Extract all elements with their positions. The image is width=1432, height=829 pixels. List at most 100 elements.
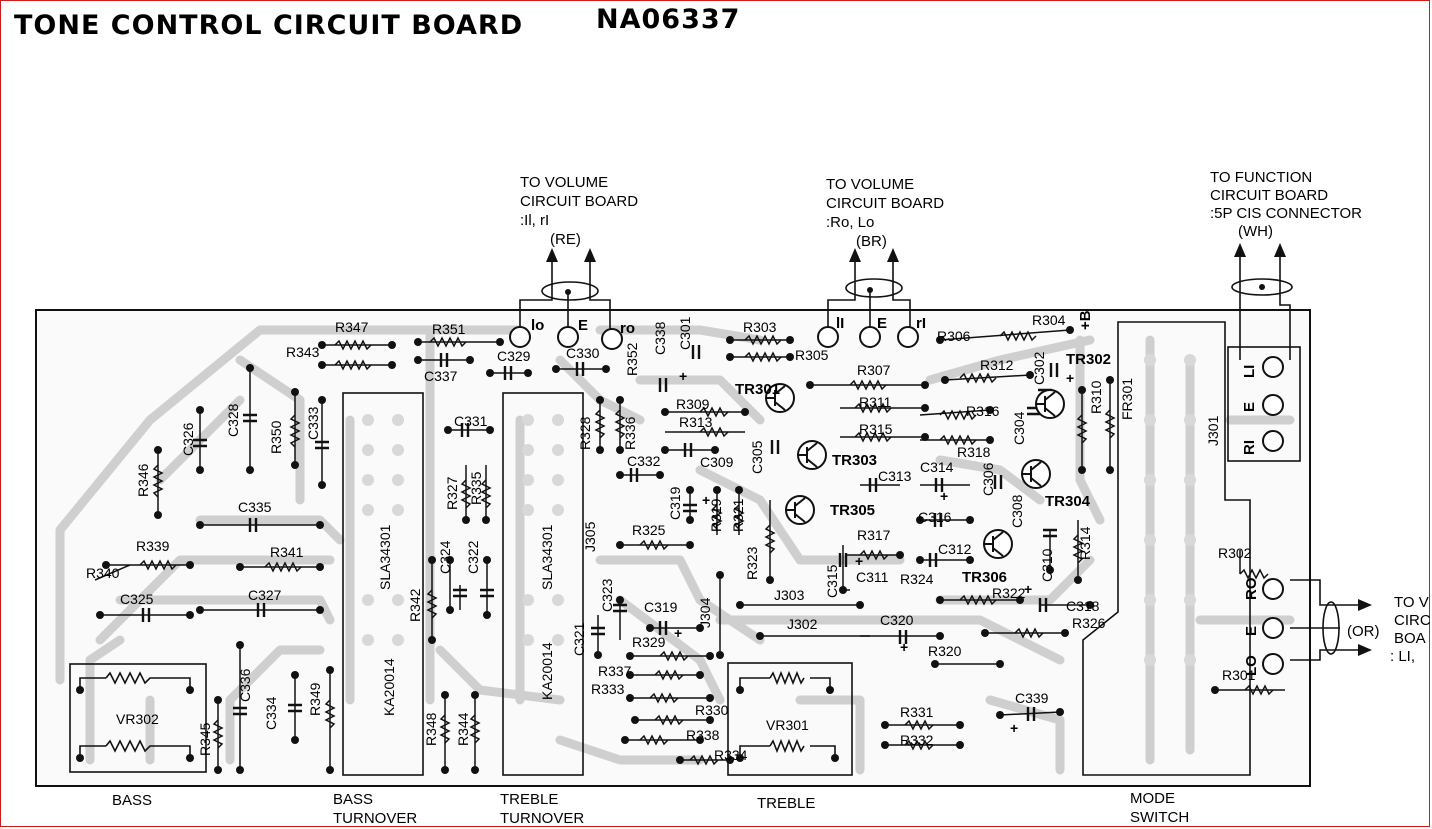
label-r346: R346 — [135, 463, 151, 497]
label-r330: R330 — [695, 702, 729, 718]
vol1-line3: :Il, rI — [520, 212, 549, 229]
svg-text:+: + — [679, 368, 687, 384]
label-c329: C329 — [497, 348, 531, 364]
treble-pot-vr301 — [727, 662, 853, 776]
label-c318: C318 — [1066, 598, 1100, 614]
pin-ro2: RO — [1243, 577, 1260, 600]
label-r301: R301 — [1222, 667, 1256, 683]
pin-plusb: +B — [1077, 310, 1094, 330]
label-r322: R322 — [992, 585, 1026, 601]
label-c304: C304 — [1011, 411, 1027, 445]
label-tr301: TR301 — [735, 381, 780, 398]
label-r328: R328 — [577, 416, 593, 450]
label-c337: C337 — [424, 368, 458, 384]
label-r333: R333 — [591, 681, 625, 697]
label-c334: C334 — [263, 696, 279, 730]
label-r335: R335 — [468, 471, 484, 505]
svg-text:+: + — [702, 492, 710, 508]
label-treble: TREBLE — [757, 795, 815, 812]
pin-lo: lo — [531, 317, 544, 334]
label-mode-1: MODE — [1130, 790, 1175, 807]
label-r305: R305 — [795, 347, 829, 363]
label-c316: C316 — [918, 509, 952, 525]
part-vr301: VR301 — [766, 717, 809, 733]
label-r334: R334 — [714, 747, 748, 763]
label-j302: J302 — [787, 616, 818, 632]
vol2-line3: :Ro, Lo — [826, 214, 874, 231]
label-c328: C328 — [225, 403, 241, 437]
component-leads — [94, 329, 1285, 770]
diagram-title: TONE CONTROL CIRCUIT BOARD — [14, 10, 523, 41]
arrowheads — [546, 243, 1372, 656]
label-r342: R342 — [407, 588, 423, 622]
label-r313: R313 — [679, 414, 713, 430]
label-r347: R347 — [335, 319, 369, 335]
label-r331: R331 — [900, 704, 934, 720]
label-r311: R311 — [859, 394, 892, 410]
svg-text:+: + — [900, 639, 908, 655]
pin-ll: lI — [836, 315, 844, 332]
label-r303: R303 — [743, 319, 777, 335]
part-ka2: KA20014 — [539, 642, 555, 700]
pcb-outline — [35, 309, 1311, 787]
vol1-line4: (RE) — [550, 231, 581, 248]
label-c301: C301 — [677, 316, 693, 350]
part-sla1: SLA34301 — [377, 524, 393, 590]
label-r316: R316 — [966, 403, 1000, 419]
pin-lo2: LO — [1243, 655, 1260, 676]
label-c306: C306 — [980, 462, 996, 496]
pin-e1: E — [578, 317, 588, 334]
label-r345: R345 — [197, 722, 213, 756]
label-r329: R329 — [632, 634, 666, 650]
label-r325: R325 — [632, 522, 666, 538]
label-r318: R318 — [957, 444, 991, 460]
label-r314: R314 — [1077, 526, 1093, 560]
treble-turnover-switch — [502, 392, 584, 776]
label-r336: R336 — [622, 416, 638, 450]
part-fr301: FR301 — [1119, 378, 1135, 420]
label-r338: R338 — [686, 727, 720, 743]
label-r306: R306 — [937, 328, 971, 344]
vol1-line2: CIRCUIT BOARD — [520, 193, 638, 210]
label-r310: R310 — [1088, 380, 1104, 414]
label-c315: C315 — [824, 564, 840, 598]
label-c308: C308 — [1009, 494, 1025, 528]
polarity-marks: + + + + + + + + + — [674, 368, 1074, 736]
label-c302: C302 — [1031, 351, 1047, 385]
part-ka1: KA20014 — [381, 658, 397, 716]
svg-text:+: + — [940, 488, 948, 504]
bass-pot-vr302 — [69, 663, 207, 773]
label-r309: R309 — [676, 396, 710, 412]
func-line4: (WH) — [1238, 223, 1273, 240]
label-r307: R307 — [857, 362, 891, 378]
label-tr303: TR303 — [832, 452, 877, 469]
label-treble-turnover-2: TURNOVER — [500, 810, 584, 827]
right-line1: TO V — [1394, 594, 1429, 611]
label-c330: C330 — [566, 345, 600, 361]
label-r349: R349 — [307, 682, 323, 716]
part-sla2: SLA34301 — [539, 524, 555, 590]
label-c319b: C319 — [644, 599, 678, 615]
label-r348: R348 — [423, 712, 439, 746]
label-r332: R332 — [900, 732, 934, 748]
switch-contacts — [362, 354, 1196, 666]
label-treble-turnover-1: TREBLE — [500, 791, 558, 808]
solder-joints — [76, 284, 1265, 774]
label-c319a: C319 — [667, 486, 683, 520]
top-connector-wiring — [519, 255, 1360, 661]
label-c311: C311 — [856, 569, 889, 585]
svg-text:+: + — [1066, 370, 1074, 386]
bass-turnover-switch — [342, 392, 424, 776]
func-line3: :5P CIS CONNECTOR — [1210, 205, 1362, 222]
label-tr302: TR302 — [1066, 351, 1111, 368]
right-line3: BOA — [1394, 630, 1426, 647]
label-r323: R323 — [744, 546, 760, 580]
right-line4: : LI, — [1390, 648, 1415, 665]
label-c333: C333 — [305, 406, 321, 440]
label-r337: R337 — [598, 663, 632, 679]
label-tr304: TR304 — [1045, 493, 1091, 510]
svg-text:+: + — [1024, 581, 1032, 597]
transistor-symbols — [765, 383, 1065, 559]
label-r317: R317 — [857, 527, 891, 543]
